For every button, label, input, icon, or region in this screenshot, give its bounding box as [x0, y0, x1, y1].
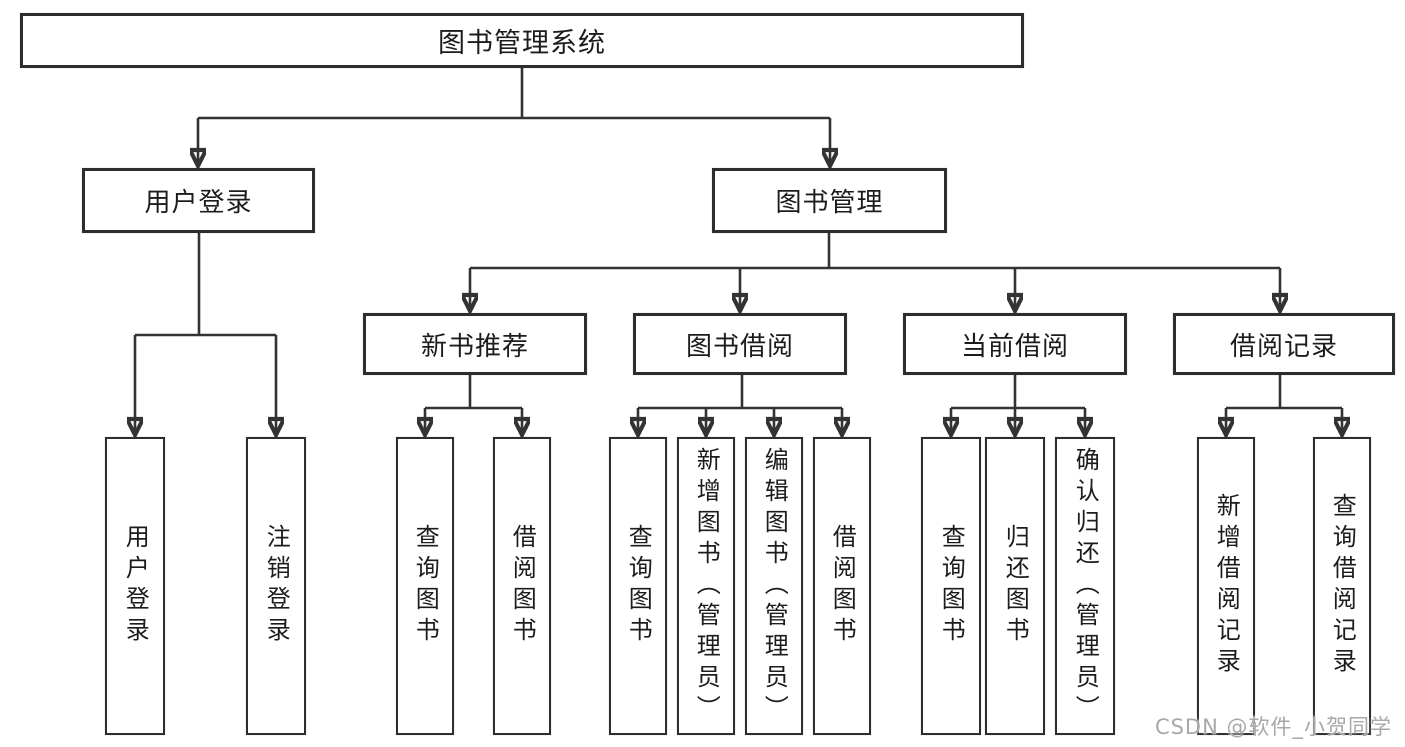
leaf-confirm-return-admin: 确认归还（管理员） [1055, 437, 1115, 735]
leaf-query-books-recommend: 查询图书 [396, 437, 454, 735]
leaf-edit-books-admin: 编辑图书（管理员） [745, 437, 803, 735]
leaf-borrow-books-recommend: 借阅图书 [493, 437, 551, 735]
leaf-user-login: 用户登录 [105, 437, 165, 735]
leaf-add-borrow-record: 新增借阅记录 [1197, 437, 1255, 735]
leaf-borrow-books: 借阅图书 [813, 437, 871, 735]
node-current-borrowing: 当前借阅 [903, 313, 1127, 375]
node-borrowing-records: 借阅记录 [1173, 313, 1395, 375]
leaf-add-books-admin: 新增图书（管理员） [677, 437, 735, 735]
leaf-return-books: 归还图书 [985, 437, 1045, 735]
leaf-logout: 注销登录 [246, 437, 306, 735]
csdn-watermark: CSDN @软件_小贺同学 [1154, 715, 1392, 739]
node-new-book-recommendation: 新书推荐 [363, 313, 587, 375]
node-book-borrowing: 图书借阅 [633, 313, 847, 375]
leaf-query-books-borrow: 查询图书 [609, 437, 667, 735]
node-user-login: 用户登录 [82, 168, 315, 233]
leaf-query-books-current: 查询图书 [921, 437, 981, 735]
node-library-management-system: 图书管理系统 [20, 13, 1024, 68]
node-book-management: 图书管理 [712, 168, 947, 233]
leaf-query-borrow-record: 查询借阅记录 [1313, 437, 1371, 735]
